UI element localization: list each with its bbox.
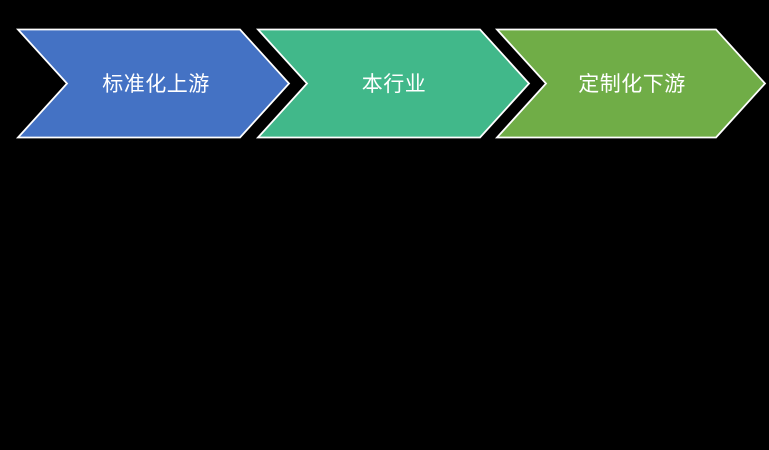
chevron-shape-1: [15, 28, 291, 139]
chevron-step-1: 标准化上游: [15, 28, 291, 139]
chevron-shape-2: [255, 28, 531, 139]
chevron-shape-3: [494, 28, 767, 139]
chevron-label-1: 标准化上游: [102, 72, 210, 96]
chevron-step-2: 本行业: [255, 28, 531, 139]
chevron-label-3: 定制化下游: [578, 72, 686, 96]
chevron-step-3: 定制化下游: [494, 28, 767, 139]
chevron-label-2: 本行业: [362, 72, 427, 96]
